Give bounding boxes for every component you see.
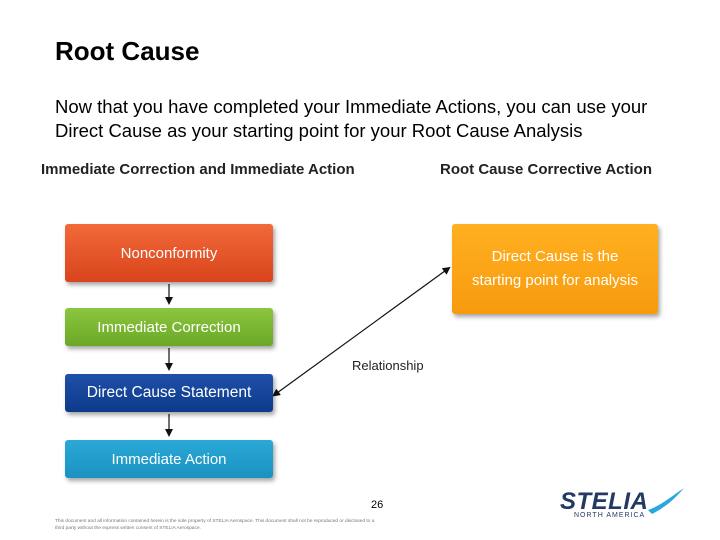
direct-cause-label: Direct Cause Statement	[86, 384, 252, 401]
immediate-correction-label: Immediate Correction	[97, 318, 241, 336]
nonconformity-label: Nonconformity	[120, 244, 218, 262]
logo-swoosh-icon	[648, 488, 684, 514]
immediate-action-box: Immediate Action	[65, 440, 273, 478]
footer-disclaimer: This document and all information contai…	[55, 519, 375, 531]
relationship-arrow	[272, 266, 451, 397]
stelia-logo: STELIA NORTH AMERICA	[560, 486, 690, 522]
page-number: 26	[371, 499, 384, 511]
intro-text: Now that you have completed your Immedia…	[55, 96, 648, 141]
immediate-correction-box: Immediate Correction	[65, 308, 273, 346]
nonconformity-box: Nonconformity	[65, 224, 273, 282]
left-column-heading: Immediate Correction and Immediate Actio…	[41, 161, 355, 178]
logo-wordmark: STELIA	[560, 488, 649, 515]
logo-subtitle: NORTH AMERICA	[574, 512, 646, 519]
root-cause-start-label: Direct Cause is the starting point for a…	[472, 248, 638, 289]
relationship-label: Relationship	[352, 358, 424, 373]
root-cause-start-box: Direct Cause is the starting point for a…	[452, 224, 658, 314]
slide-title: Root Cause	[55, 36, 200, 66]
direct-cause-box: Direct Cause Statement	[65, 374, 273, 412]
right-column-heading: Root Cause Corrective Action	[440, 161, 652, 178]
immediate-action-label: Immediate Action	[111, 450, 227, 468]
